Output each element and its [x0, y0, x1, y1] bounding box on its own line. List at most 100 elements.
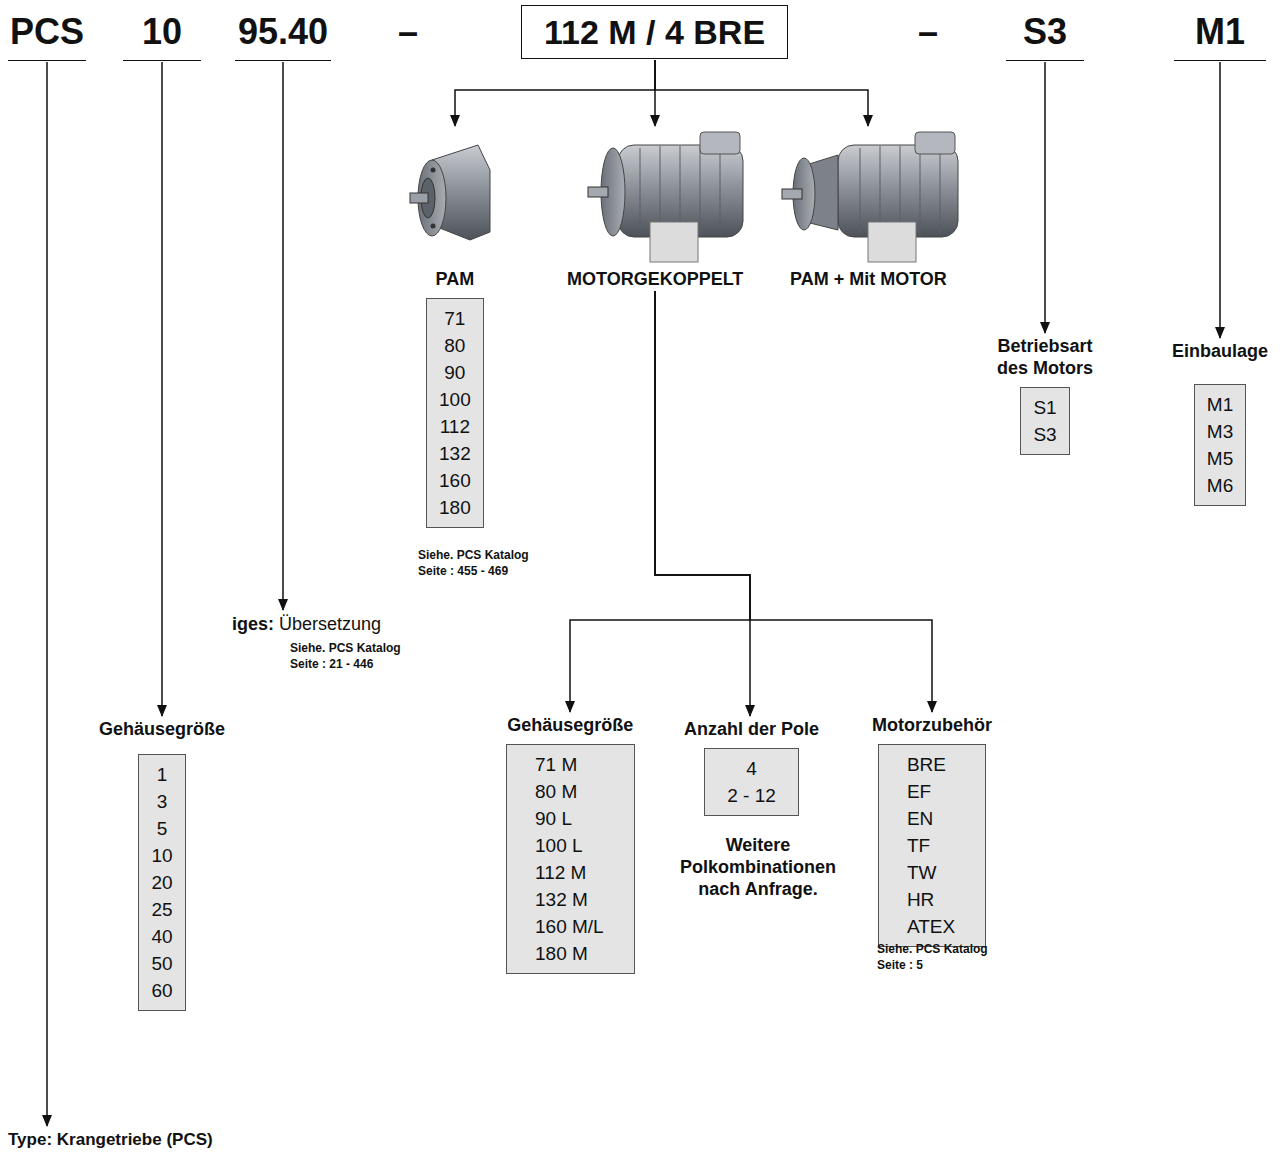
option-item: TF [907, 832, 955, 859]
option-item: 160 M/L [535, 913, 604, 940]
node-group: MotorzubehörBREEFENTFTWHRATEX [872, 714, 992, 947]
pam-motor-picture [782, 132, 958, 262]
group-heading: Betriebsart des Motors [985, 335, 1105, 379]
node-code: S3 [1006, 8, 1084, 61]
node-inline: iges:Übersetzung [232, 612, 381, 636]
node-big: 112 M / 4 BRE [521, 5, 788, 59]
type-code: 10 [123, 8, 201, 56]
option-item: 60 [151, 977, 172, 1004]
option-item: 180 [439, 494, 471, 521]
node-code: PCS [8, 8, 86, 61]
type-code: M1 [1174, 8, 1266, 56]
node-group: PAM 718090100112132160180 [426, 128, 484, 528]
separator-dash: – [918, 10, 938, 53]
option-item: 4 [727, 755, 776, 782]
arrow-connector [46, 62, 48, 1126]
option-item: M1 [1207, 391, 1233, 418]
catalog-reference: Siehe. PCS Katalog Seite : 21 - 446 [290, 640, 418, 672]
option-item: 160 [439, 467, 471, 494]
type-code: S3 [1006, 8, 1084, 56]
node-group: Gehäusegröße71 M80 M90 L100 L112 M132 M1… [506, 714, 635, 974]
option-item: S3 [1033, 421, 1056, 448]
caption-text: Übersetzung [279, 614, 381, 634]
node-group: Betriebsart des MotorsS1S3 [985, 335, 1105, 455]
option-item: 71 [439, 305, 471, 332]
option-item: 3 [151, 788, 172, 815]
arrow-connector [1219, 62, 1221, 338]
option-item: 112 [439, 413, 471, 440]
arrow-connector [570, 291, 750, 712]
option-item: 40 [151, 923, 172, 950]
option-list-box: 71 M80 M90 L100 L112 M132 M160 M/L180 M [506, 744, 635, 974]
option-list-box: 718090100112132160180 [426, 298, 484, 528]
option-item: 20 [151, 869, 172, 896]
catalog-reference: Siehe. PCS Katalog Seite : 455 - 469 [418, 547, 546, 579]
option-item: 132 M [535, 886, 604, 913]
caption-text: Type: Krangetriebe (PCS) [8, 1130, 213, 1149]
option-item: 10 [151, 842, 172, 869]
option-list-box: 135102025405060 [138, 754, 185, 1011]
option-item: 25 [151, 896, 172, 923]
group-heading: Motorzubehör [872, 714, 992, 736]
option-item: BRE [907, 751, 955, 778]
option-item: HR [907, 886, 955, 913]
arrow-connector [282, 62, 284, 610]
arrow-connector [655, 60, 868, 126]
option-item: 80 M [535, 778, 604, 805]
node-group: Anzahl der Pole 42 - 12 [684, 718, 819, 816]
node-code: 95.40 [235, 8, 331, 61]
option-item: 180 M [535, 940, 604, 967]
option-item: EF [907, 778, 955, 805]
group-heading: Einbaulage [1172, 340, 1268, 362]
group-heading: PAM [426, 268, 484, 290]
option-item: 1 [151, 761, 172, 788]
option-item: 112 M [535, 859, 604, 886]
arrow-connector [1044, 62, 1046, 333]
pole-note: Weitere Polkombinationen nach Anfrage. [658, 834, 858, 900]
option-item: M3 [1207, 418, 1233, 445]
node-group: Gehäusegröße 135102025405060 [99, 718, 225, 1011]
option-item: 90 L [535, 805, 604, 832]
arrow-connector [655, 291, 750, 716]
group-heading: Gehäusegröße [506, 714, 635, 736]
option-list-box: BREEFENTFTWHRATEX [878, 744, 986, 947]
node-group: EinbaulageM1M3M5M6 [1172, 340, 1268, 506]
option-item: 80 [439, 332, 471, 359]
type-code: 95.40 [235, 8, 331, 56]
caption-text: iges: [232, 614, 274, 634]
option-item: 90 [439, 359, 471, 386]
option-item: 100 [439, 386, 471, 413]
type-code-box: 112 M / 4 BRE [544, 9, 765, 55]
node-group: MOTORGEKOPPELT [567, 128, 743, 290]
option-item: TW [907, 859, 955, 886]
group-heading: MOTORGEKOPPELT [567, 268, 743, 290]
option-item: 71 M [535, 751, 604, 778]
arrow-connector [161, 62, 163, 716]
motor-picture [588, 132, 743, 262]
node-inline: Type: Krangetriebe (PCS) [8, 1128, 213, 1152]
option-item: ATEX [907, 913, 955, 940]
option-item: 2 - 12 [727, 782, 776, 809]
option-item: EN [907, 805, 955, 832]
separator-dash: – [398, 10, 418, 53]
option-item: 100 L [535, 832, 604, 859]
catalog-reference: Siehe. PCS Katalog Seite : 5 [877, 941, 1005, 973]
option-item: 5 [151, 815, 172, 842]
arrow-connector [655, 291, 932, 712]
option-list-box: 42 - 12 [704, 748, 799, 816]
option-item: 50 [151, 950, 172, 977]
option-item: 132 [439, 440, 471, 467]
node-group: PAM + Mit MOTOR [790, 128, 947, 290]
option-item: S1 [1033, 394, 1056, 421]
node-code: 10 [123, 8, 201, 61]
group-heading: PAM + Mit MOTOR [790, 268, 947, 290]
group-heading: Anzahl der Pole [684, 718, 819, 740]
arrow-connector [455, 60, 655, 126]
option-item: M5 [1207, 445, 1233, 472]
group-heading: Gehäusegröße [99, 718, 225, 740]
node-code: M1 [1174, 8, 1266, 61]
option-list-box: M1M3M5M6 [1194, 384, 1246, 506]
